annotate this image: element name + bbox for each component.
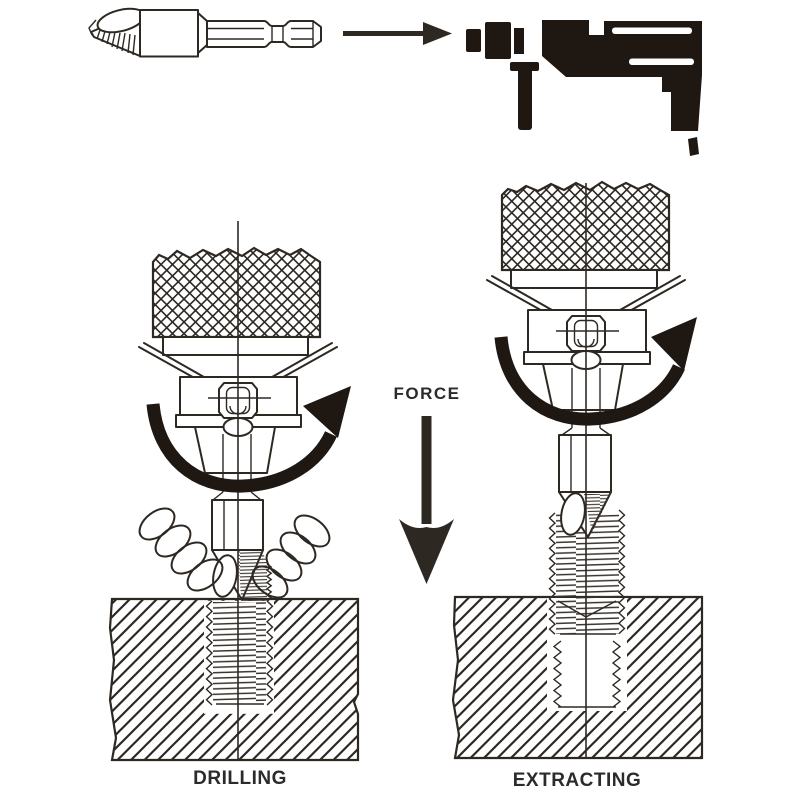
screw-thread-edge — [548, 512, 557, 635]
chuck-band — [162, 336, 309, 356]
chuck-shoulder — [138, 342, 338, 386]
bit-hex-shank — [206, 20, 322, 48]
rotation-arrow-right — [494, 317, 697, 426]
drill-vent-slot — [612, 27, 692, 34]
drill-side-handle — [518, 62, 532, 130]
extracting-diagram: EXTRACTING — [451, 180, 704, 791]
bit-cutting-face — [212, 554, 238, 598]
force-annotation: FORCE — [394, 384, 461, 584]
bit-tip-facet — [88, 19, 97, 36]
power-drill-icon — [466, 20, 702, 156]
chuck-band — [510, 269, 658, 289]
hole-thread-wall — [611, 640, 622, 708]
drilling-label: DRILLING — [193, 768, 287, 789]
metal-chips — [138, 507, 331, 599]
bit-step-chamfer — [197, 12, 208, 54]
chuck-nose-cone — [542, 363, 624, 411]
drilling-diagram: DRILLING — [108, 221, 360, 789]
screw-break-line — [557, 600, 617, 618]
arrow-right-icon — [343, 22, 452, 45]
chuck-spindle-neck — [212, 434, 262, 501]
screw-thread-edge — [617, 509, 626, 635]
chuck-knurled-sleeve — [151, 246, 322, 339]
screw-thread-edge — [205, 600, 214, 706]
empty-threaded-hole — [552, 640, 622, 708]
extracting-label: EXTRACTING — [513, 770, 642, 791]
bit-shaft — [558, 434, 612, 493]
chuck-spindle-neck — [561, 368, 611, 436]
bit-body — [139, 9, 199, 58]
chuck-shoulder — [486, 275, 686, 319]
force-label: FORCE — [394, 384, 461, 403]
extractor-bit-illustration — [88, 7, 322, 58]
drill-body — [542, 20, 702, 131]
screw-thread-edge — [265, 600, 274, 706]
force-arrow-shaft — [421, 416, 432, 524]
hole-thread-wall — [552, 640, 563, 708]
drill-vent-slot — [629, 58, 694, 65]
bit-cutting-face — [560, 492, 586, 536]
bit-hex-facets — [207, 21, 314, 47]
stuck-screw — [205, 600, 274, 706]
force-arrow-head — [399, 519, 454, 584]
drill-bit-in-screw — [211, 499, 273, 602]
drill-cord — [688, 137, 699, 156]
bit-flute-lines — [96, 29, 136, 56]
rotation-arrow-left — [146, 386, 351, 493]
